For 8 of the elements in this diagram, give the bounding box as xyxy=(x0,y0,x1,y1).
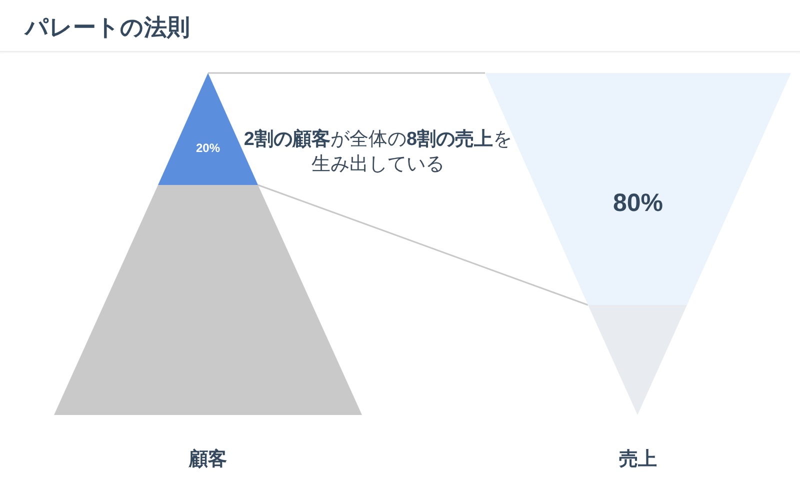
category-label: 顧客 xyxy=(189,450,227,471)
annotation-text: 2割の顧客が全体の8割の売上を生み出している xyxy=(242,128,514,177)
percentage-label: 20% xyxy=(196,142,220,154)
page-title: パレートの法則 xyxy=(25,15,190,40)
category-label: 売上 xyxy=(619,450,657,471)
percentage-label: 80% xyxy=(612,191,664,216)
connector-line xyxy=(208,72,485,74)
connector-line xyxy=(258,184,588,306)
